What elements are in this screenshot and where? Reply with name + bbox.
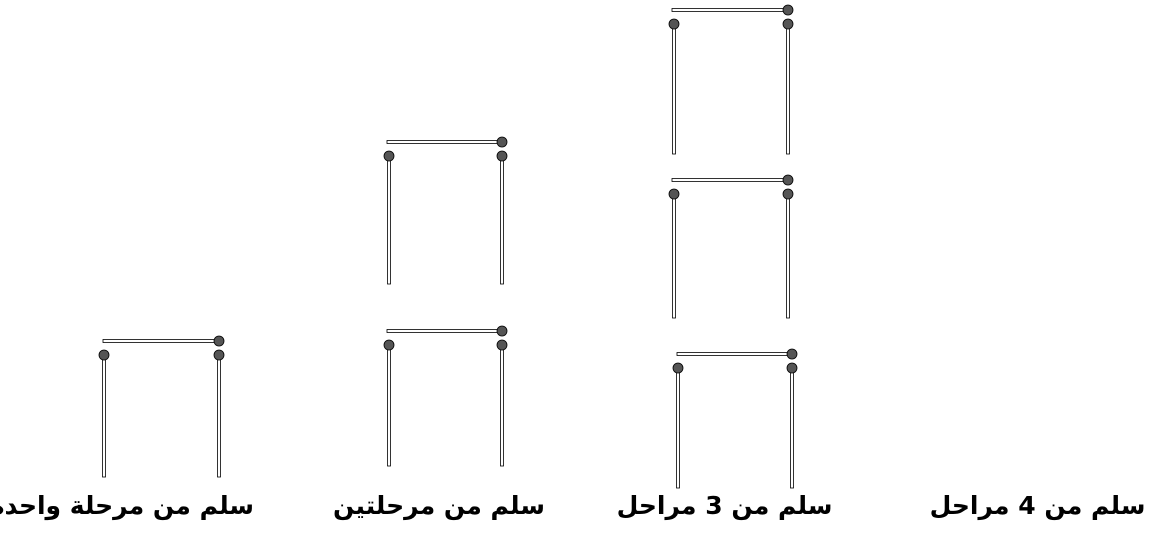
right-post xyxy=(787,24,790,154)
rail-joint xyxy=(783,175,793,185)
left-post xyxy=(673,194,676,318)
left-joint xyxy=(669,19,679,29)
left-post xyxy=(103,355,106,477)
caption-four-stages: سلم من 4 مراحل xyxy=(925,486,1150,526)
left-post xyxy=(388,156,391,284)
left-post xyxy=(673,24,676,154)
rail-joint xyxy=(497,326,507,336)
ladder-three-stages xyxy=(669,5,797,488)
ladder-two-stages xyxy=(384,137,507,466)
right-joint xyxy=(497,340,507,350)
right-joint xyxy=(214,350,224,360)
caption-one-stage: سلم من مرحلة واحدة xyxy=(4,486,254,526)
right-joint xyxy=(783,19,793,29)
ladder-one-stage xyxy=(99,336,224,477)
left-joint xyxy=(99,350,109,360)
left-joint xyxy=(384,151,394,161)
left-post xyxy=(388,345,391,466)
right-joint xyxy=(787,363,797,373)
caption-two-stages: سلم من مرحلتين xyxy=(329,486,549,526)
left-joint xyxy=(384,340,394,350)
rail-joint xyxy=(214,336,224,346)
right-post xyxy=(791,368,794,488)
top-rail xyxy=(387,330,503,333)
top-rail xyxy=(672,179,789,182)
top-rail xyxy=(677,353,793,356)
right-joint xyxy=(783,189,793,199)
right-post xyxy=(218,355,221,477)
top-rail xyxy=(103,340,220,343)
right-post xyxy=(501,345,504,466)
caption-three-stages: سلم من 3 مراحل xyxy=(612,486,837,526)
rail-joint xyxy=(497,137,507,147)
left-post xyxy=(677,368,680,488)
right-joint xyxy=(497,151,507,161)
right-post xyxy=(501,156,504,284)
rail-joint xyxy=(783,5,793,15)
right-post xyxy=(787,194,790,318)
top-rail xyxy=(672,9,789,12)
rail-joint xyxy=(787,349,797,359)
top-rail xyxy=(387,141,503,144)
left-joint xyxy=(673,363,683,373)
left-joint xyxy=(669,189,679,199)
